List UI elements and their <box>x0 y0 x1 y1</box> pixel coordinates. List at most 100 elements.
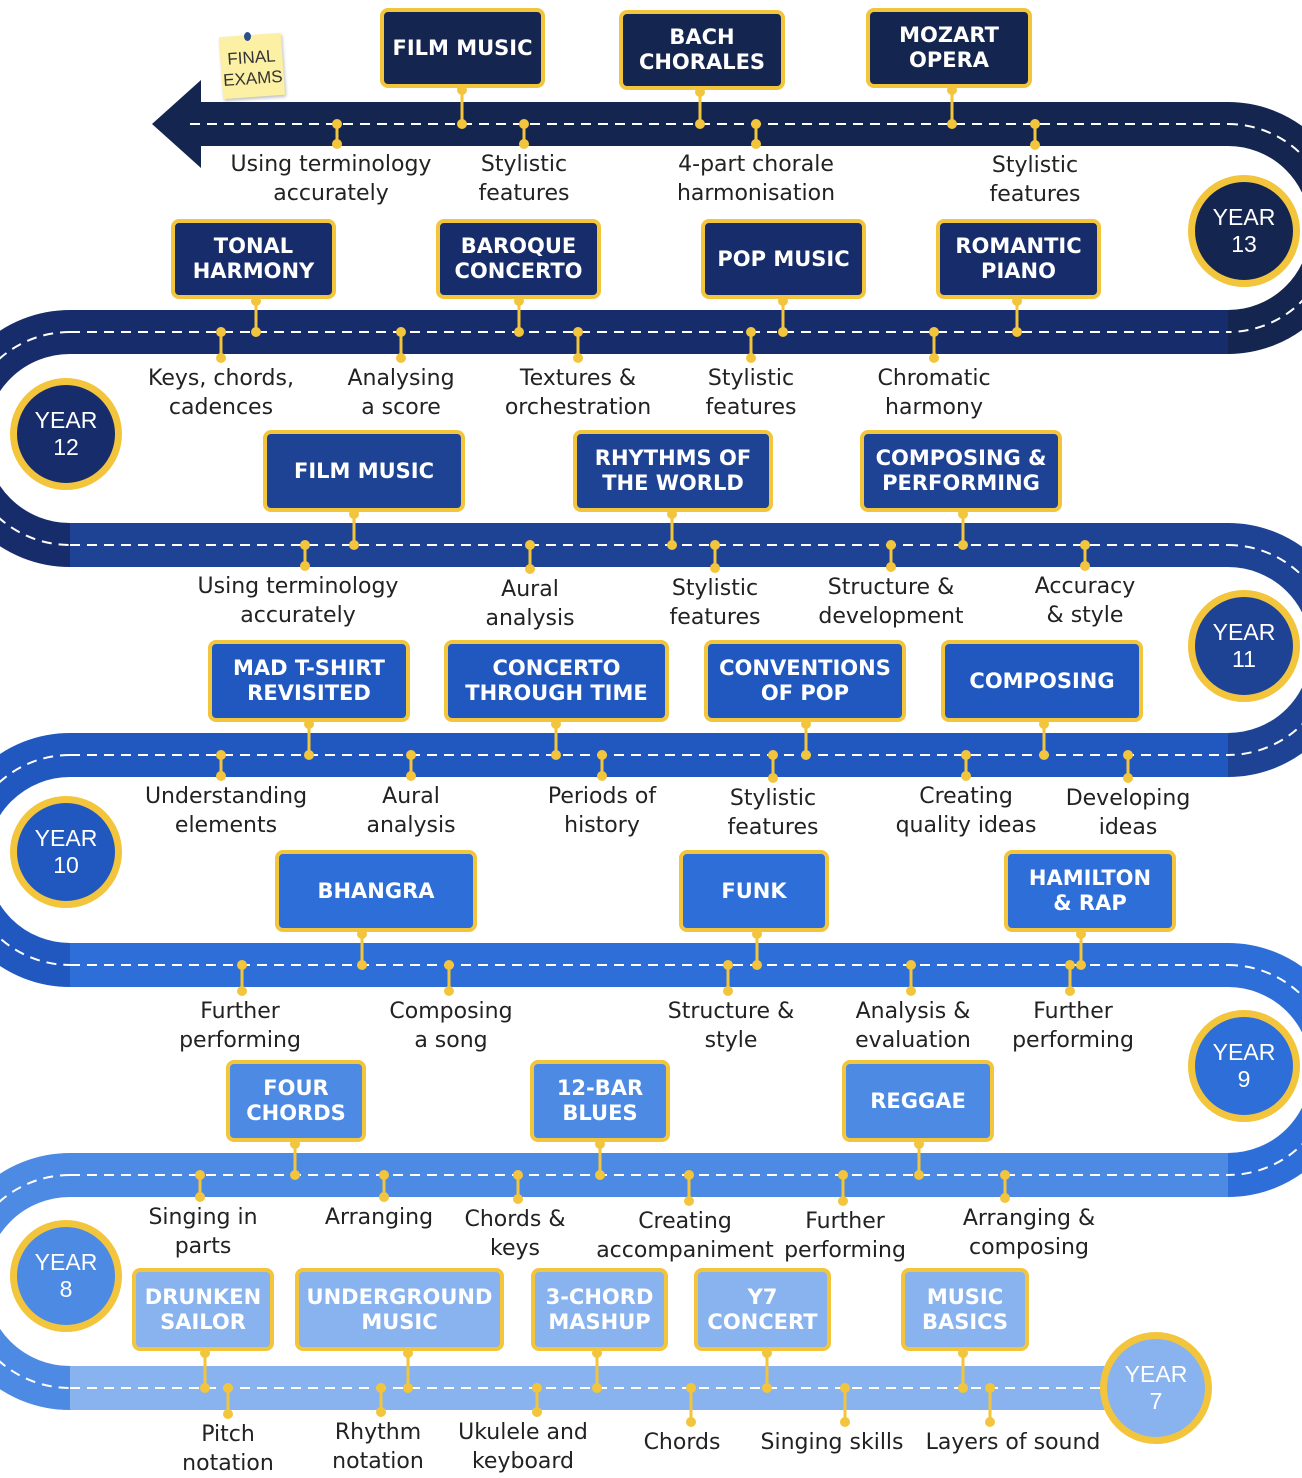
skill-label: Arranging <box>324 1205 434 1230</box>
connector-dot <box>710 540 720 550</box>
skill-label: Singing in parts <box>148 1205 258 1259</box>
skill-label: Ukulele and keyboard <box>458 1420 588 1474</box>
topic-box: REGGAE <box>842 1060 994 1142</box>
connector-dot <box>695 119 705 129</box>
connector-dot <box>840 1383 850 1393</box>
road-centre-dash <box>1227 123 1302 333</box>
year-circle: YEAR 9 <box>1188 1010 1300 1122</box>
skill-label: Stylistic features <box>705 366 797 420</box>
connector-dot <box>1000 1170 1010 1180</box>
topic-box: RHYTHMS OF THE WORLD <box>573 430 773 512</box>
topic-box: CONVENTIONS OF POP <box>704 640 906 722</box>
connector-dot <box>216 750 226 760</box>
skill-label: Chromatic harmony <box>877 366 991 420</box>
connector-dot <box>746 327 756 337</box>
skill-label: Using terminology accurately <box>230 152 432 206</box>
skill-label: Analysing a score <box>347 366 455 420</box>
skill-label: Arranging & composing <box>962 1206 1096 1260</box>
connector-dot <box>1080 540 1090 550</box>
connector-dot <box>237 960 247 970</box>
skill-label: Developing ideas <box>1065 786 1191 840</box>
connector-dot <box>595 1170 605 1180</box>
connector-dot <box>406 750 416 760</box>
connector-dot <box>396 327 406 337</box>
topic-box: HAMILTON & RAP <box>1004 850 1176 932</box>
connector-dot <box>1030 140 1040 150</box>
topic-box: 3-CHORD MASHUP <box>531 1268 668 1351</box>
connector-dot <box>929 353 939 363</box>
connector-dot <box>300 540 310 550</box>
connector-dot <box>525 540 535 550</box>
road-centre-dash <box>0 754 71 966</box>
skill-label: Textures & orchestration <box>504 366 652 420</box>
connector-dot <box>396 353 406 363</box>
connector-dot <box>573 353 583 363</box>
connector-dot <box>223 1383 233 1393</box>
topic-box: Y7 CONCERT <box>694 1268 831 1351</box>
connector-dot <box>947 119 957 129</box>
connector-dot <box>723 960 733 970</box>
connector-dot <box>376 1407 386 1417</box>
connector-dot <box>914 1170 924 1180</box>
connector-dot <box>519 139 529 149</box>
topic-box: DRUNKEN SAILOR <box>132 1268 274 1351</box>
road-centre-dash <box>1227 544 1302 756</box>
connector-dot <box>961 771 971 781</box>
connector-dot <box>195 1192 205 1202</box>
connector-dot <box>686 1383 696 1393</box>
skill-label: Analysis & evaluation <box>855 999 971 1053</box>
connector-dot <box>332 139 342 149</box>
connector-dot <box>597 750 607 760</box>
connector-dot <box>838 1170 848 1180</box>
skill-label: Further performing <box>179 999 301 1053</box>
skill-label: Creating accompaniment <box>596 1209 774 1263</box>
connector-dot <box>592 1383 602 1393</box>
connector-dot <box>444 960 454 970</box>
connector-dot <box>958 540 968 550</box>
year-circle: YEAR 13 <box>1188 175 1300 287</box>
connector-dot <box>376 1383 386 1393</box>
connector-dot <box>906 960 916 970</box>
skill-label: Composing a song <box>389 999 513 1053</box>
connector-dot <box>573 327 583 337</box>
skill-label: Stylistic features <box>478 152 570 206</box>
connector-dot <box>961 750 971 760</box>
connector-dot <box>216 353 226 363</box>
connector-dot <box>379 1192 389 1202</box>
skill-label: Keys, chords, cadences <box>148 366 294 420</box>
connector-dot <box>1065 986 1075 996</box>
skill-label: Pitch notation <box>182 1422 274 1476</box>
connector-dot <box>710 563 720 573</box>
skill-label: Using terminology accurately <box>197 574 399 628</box>
skill-label: Aural analysis <box>366 784 456 838</box>
connector-dot <box>746 353 756 363</box>
skill-label: Singing skills <box>760 1430 904 1455</box>
connector-dot <box>349 540 359 550</box>
connector-dot <box>1080 561 1090 571</box>
connector-dot <box>985 1417 995 1427</box>
topic-box: BACH CHORALES <box>619 10 785 90</box>
connector-dot <box>929 327 939 337</box>
connector-dot <box>457 119 467 129</box>
connector-dot <box>1076 960 1086 970</box>
connector-dot <box>1000 1193 1010 1203</box>
skill-label: Periods of history <box>547 784 657 838</box>
connector-dot <box>985 1383 995 1393</box>
connector-dot <box>768 750 778 760</box>
pushpin-icon <box>244 32 251 41</box>
topic-box: ROMANTIC PIANO <box>936 219 1101 299</box>
skill-label: Chords & keys <box>464 1207 566 1261</box>
topic-box: FILM MUSIC <box>380 8 545 88</box>
connector-dot <box>200 1383 210 1393</box>
connector-dot <box>1123 750 1133 760</box>
connector-dot <box>223 1409 233 1419</box>
connector-dot <box>778 327 788 337</box>
skill-label: Chords <box>643 1430 721 1455</box>
connector-dot <box>216 771 226 781</box>
connector-dot <box>290 1170 300 1180</box>
connector-dot <box>251 327 261 337</box>
connector-dot <box>551 750 561 760</box>
connector-dot <box>958 1383 968 1393</box>
connector-dot <box>597 771 607 781</box>
